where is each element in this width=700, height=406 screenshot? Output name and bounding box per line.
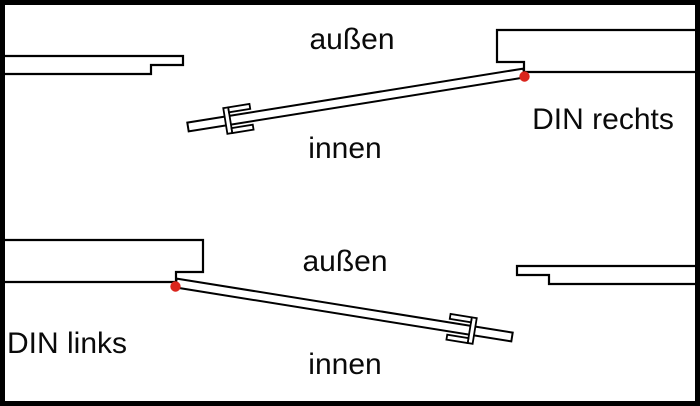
- label-outside-bottom: außen: [302, 245, 387, 278]
- frame-wall-top-left: [3, 54, 185, 76]
- label-din-rechts: DIN rechts: [532, 103, 674, 136]
- label-inside-bottom: innen: [308, 348, 381, 381]
- handle-lever-outside-bottom: [448, 312, 473, 324]
- label-inside-top: innen: [308, 132, 381, 165]
- frame-wall-bottom-left: [3, 238, 205, 284]
- door-handle-icon-bottom: [445, 312, 478, 345]
- handle-spindle-top: [222, 106, 234, 135]
- label-outside-top: außen: [309, 23, 394, 56]
- door-leaf-top: [186, 67, 526, 133]
- handle-lever-outside-top: [230, 123, 255, 135]
- door-handle-icon-top: [222, 102, 255, 135]
- label-din-links: DIN links: [7, 327, 127, 360]
- hinge-dot-bottom: [170, 281, 181, 292]
- frame-wall-top-right: [495, 28, 697, 74]
- frame-wall-bottom-right: [515, 264, 697, 286]
- handle-lever-inside-bottom: [445, 333, 470, 345]
- door-leaf-bottom: [174, 277, 514, 343]
- handle-lever-inside-top: [227, 102, 252, 114]
- hinge-dot-top: [519, 71, 530, 82]
- handle-spindle-bottom: [466, 316, 478, 345]
